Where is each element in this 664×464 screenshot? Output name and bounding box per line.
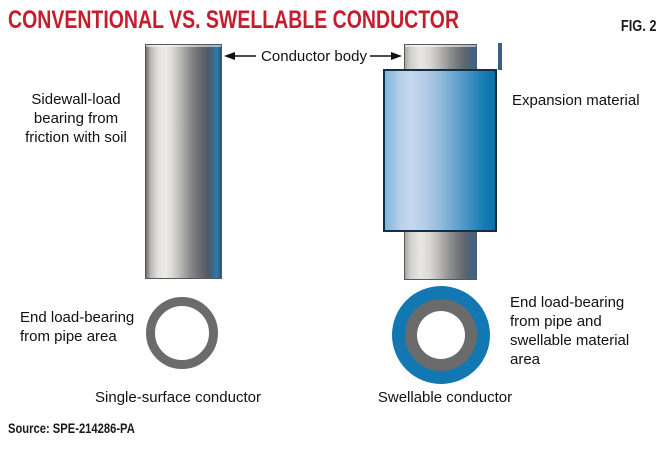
right-arrow-icon [370, 52, 402, 60]
figure-number: FIG. 2 [620, 18, 656, 35]
source-credit: Source: SPE-214286-PA [8, 420, 135, 436]
expansion-material-block [383, 69, 497, 232]
end-load-left-label: End load-bearing from pipe area [20, 309, 135, 345]
left-arrow-icon [224, 52, 256, 60]
end-load-right-label: End load-bearing from pipe and swellable… [510, 294, 630, 368]
conventional-conductor-pipe [145, 44, 222, 279]
conductor-body-label: Conductor body [261, 48, 367, 65]
single-surface-cross-section [146, 297, 218, 369]
pipe-edge-shadow [498, 43, 502, 70]
figure-title: CONVENTIONAL VS. SWELLABLE CONDUCTOR [8, 6, 460, 34]
swellable-cross-section-bore [417, 311, 465, 359]
swellable-caption: Swellable conductor [377, 389, 513, 406]
sidewall-load-label: Sidewall-load bearing from friction with… [25, 91, 127, 146]
swellable-cross-section [392, 286, 490, 384]
single-surface-caption: Single-surface conductor [95, 389, 261, 406]
swellable-cross-section-pipe-ring [405, 299, 477, 371]
expansion-material-label: Expansion material [512, 92, 640, 109]
